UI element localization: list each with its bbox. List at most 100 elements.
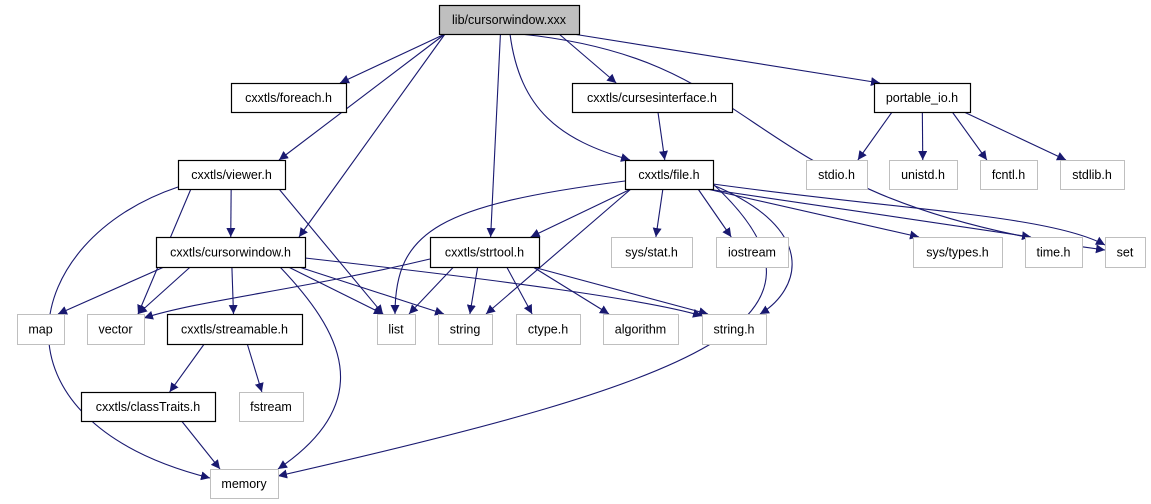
node-label: vector: [98, 323, 132, 337]
node-string: string: [438, 314, 493, 345]
node-label: lib/cursorwindow.xxx: [452, 13, 567, 27]
node-portable_io[interactable]: portable_io.h: [873, 82, 972, 114]
edge-file-to-iostream: [697, 188, 732, 238]
node-box: [1105, 237, 1146, 268]
edges-layer: [48, 33, 1106, 481]
node-sys_types: sys/types.h: [913, 237, 1003, 268]
node-file[interactable]: cxxtls/file.h: [624, 159, 715, 191]
node-label: cxxtls/streamable.h: [181, 323, 288, 337]
node-root[interactable]: lib/cursorwindow.xxx: [438, 4, 581, 36]
edge-cursorwindow_h-to-map: [57, 266, 165, 315]
node-box: [230, 82, 348, 114]
node-label: stdlib.h: [1072, 168, 1112, 182]
edge-cursesinterface-to-file: [657, 111, 668, 161]
node-fstream: fstream: [239, 392, 304, 422]
edge-root-to-viewer: [278, 33, 446, 161]
node-label: ctype.h: [528, 323, 568, 337]
node-time_h: time.h: [1025, 237, 1083, 268]
node-box: [80, 391, 217, 423]
node-box: [429, 236, 541, 269]
node-algorithm: algorithm: [603, 314, 679, 345]
node-label: sys/stat.h: [625, 246, 678, 260]
node-label: cxxtls/foreach.h: [245, 91, 332, 105]
edge-strtool-to-list: [408, 266, 454, 315]
node-label: fcntl.h: [992, 168, 1025, 182]
node-list: list: [377, 314, 416, 345]
node-box: [980, 160, 1038, 190]
edge-strtool-to-algorithm: [532, 266, 610, 315]
edge-root-to-portable_io: [572, 33, 881, 87]
node-box: [177, 159, 287, 191]
node-box: [87, 314, 145, 345]
node-label: cxxtls/classTraits.h: [96, 400, 200, 414]
edge-streamable-to-classTraits: [169, 343, 205, 393]
edge-viewer-to-list: [278, 188, 384, 315]
node-set: set: [1105, 237, 1146, 268]
edge-root-to-file: [509, 33, 631, 162]
edge-cursorwindow_h-to-list: [288, 266, 384, 315]
node-label: cxxtls/viewer.h: [191, 168, 272, 182]
node-foreach[interactable]: cxxtls/foreach.h: [230, 82, 348, 114]
edge-root-to-cursesinterface: [558, 33, 617, 84]
node-box: [1025, 237, 1083, 268]
node-label: cxxtls/cursesinterface.h: [587, 91, 717, 105]
node-label: list: [388, 323, 404, 337]
node-sys_stat: sys/stat.h: [611, 237, 693, 268]
edge-file-to-list: [390, 180, 626, 315]
node-label: string: [450, 323, 481, 337]
edge-file-to-string_h: [712, 184, 793, 315]
node-label: fstream: [250, 400, 292, 414]
node-label: cxxtls/cursorwindow.h: [170, 246, 291, 260]
node-label: cxxtls/strtool.h: [445, 246, 524, 260]
node-box: [438, 314, 493, 345]
edge-cursorwindow_h-to-streamable: [228, 266, 238, 315]
edge-root-to-set: [519, 33, 1106, 254]
edge-portable_io-to-stdio: [857, 111, 893, 161]
node-unistd: unistd.h: [889, 160, 958, 190]
node-box: [210, 469, 279, 499]
node-label: unistd.h: [901, 168, 945, 182]
edge-strtool-to-vector: [143, 258, 431, 320]
edge-cursorwindow_h-to-memory: [277, 266, 342, 470]
node-box: [702, 314, 767, 345]
node-box: [873, 82, 972, 114]
node-box: [716, 237, 789, 268]
node-box: [571, 82, 734, 114]
edge-strtool-to-string_h: [532, 266, 709, 317]
edge-file-to-sys_stat: [652, 188, 664, 238]
node-box: [624, 159, 715, 191]
node-box: [377, 314, 416, 345]
node-cursesinterface[interactable]: cxxtls/cursesinterface.h: [571, 82, 734, 114]
edge-cursorwindow_h-to-string_h: [304, 257, 703, 318]
node-streamable[interactable]: cxxtls/streamable.h: [166, 313, 304, 346]
node-label: stdio.h: [818, 168, 855, 182]
node-viewer[interactable]: cxxtls/viewer.h: [177, 159, 287, 191]
node-box: [155, 236, 307, 269]
node-classTraits[interactable]: cxxtls/classTraits.h: [80, 391, 217, 423]
node-label: set: [1117, 246, 1134, 260]
node-cursorwindow_h[interactable]: cxxtls/cursorwindow.h: [155, 236, 307, 269]
nodes-layer: lib/cursorwindow.xxx cxxtls/foreach.h cxxt…: [17, 4, 1146, 499]
node-label: portable_io.h: [886, 91, 958, 105]
node-box: [603, 314, 679, 345]
node-label: iostream: [728, 246, 776, 260]
node-strtool[interactable]: cxxtls/strtool.h: [429, 236, 541, 269]
node-fcntl: fcntl.h: [980, 160, 1038, 190]
node-string_h: string.h: [702, 314, 767, 345]
edge-file-to-time_h: [706, 188, 1032, 241]
edge-streamable-to-fstream: [246, 343, 264, 393]
node-label: sys/types.h: [926, 246, 989, 260]
edge-cursorwindow_h-to-vector: [137, 266, 191, 315]
node-stdlib: stdlib.h: [1060, 160, 1125, 190]
node-label: cxxtls/file.h: [638, 168, 699, 182]
edge-portable_io-to-fcntl: [951, 111, 988, 161]
node-box: [913, 237, 1003, 268]
edge-file-to-strtool: [530, 188, 632, 238]
node-box: [806, 160, 868, 190]
edge-file-to-set: [712, 183, 1106, 246]
edge-classTraits-to-memory: [181, 420, 221, 470]
node-iostream: iostream: [716, 237, 789, 268]
edge-root-to-cursorwindow_h: [298, 33, 446, 238]
node-box: [166, 313, 304, 346]
